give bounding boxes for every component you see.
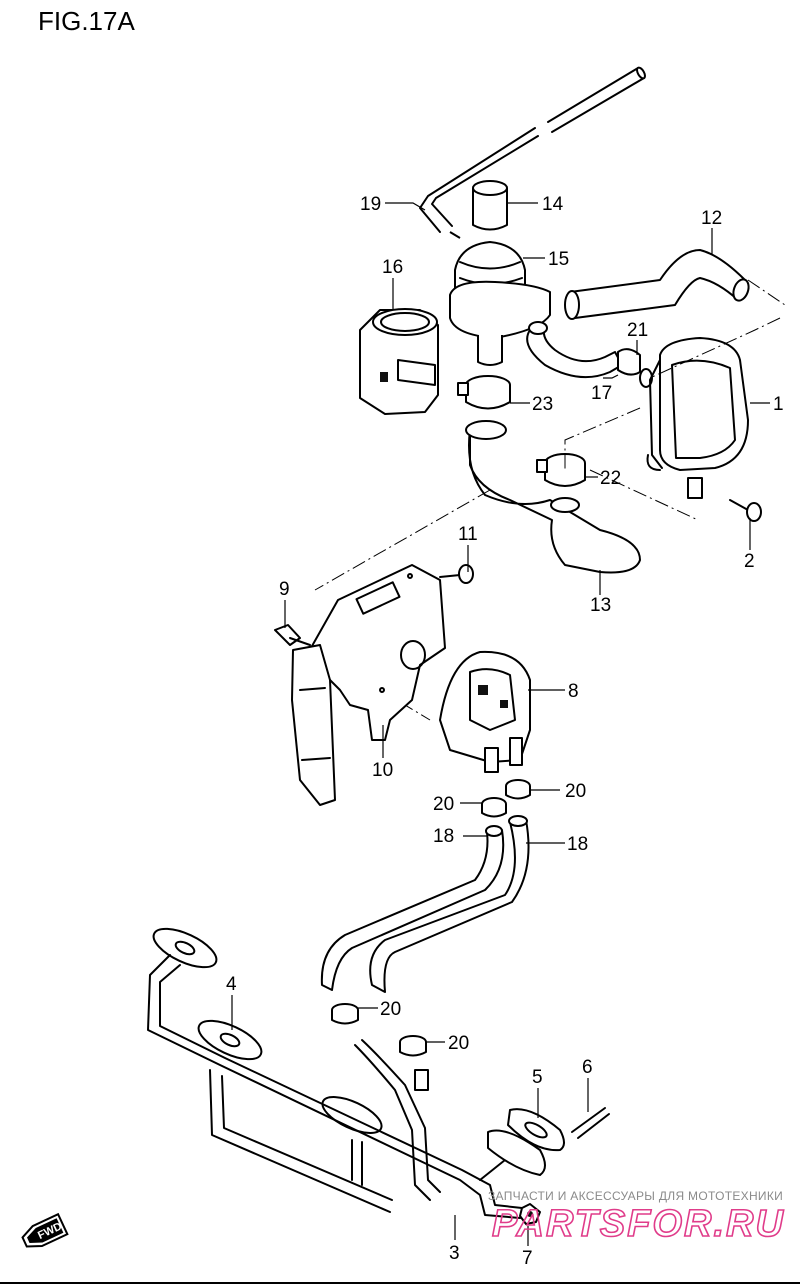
callout-20-upper-left: 20 <box>433 794 454 815</box>
callout-7: 7 <box>522 1248 533 1269</box>
callout-10: 10 <box>372 760 393 781</box>
part-21-clip <box>617 348 653 388</box>
part-4-gasket-lower <box>321 1096 383 1134</box>
part-23-clamp <box>457 375 511 410</box>
part-13-hose <box>465 420 641 574</box>
figure-title: FIG.17A <box>38 6 135 36</box>
callout-18-left: 18 <box>433 826 454 847</box>
callout-14: 14 <box>542 194 564 215</box>
part-20-clamp-lower-right <box>399 1035 427 1057</box>
callout-3: 3 <box>449 1243 460 1264</box>
part-17-hose <box>526 321 623 379</box>
part-5-gasket <box>487 1108 565 1176</box>
part-22-clamp <box>536 453 586 487</box>
callout-1: 1 <box>773 394 784 415</box>
assembly-lines <box>314 279 786 721</box>
callout-15: 15 <box>548 249 569 270</box>
part-2-screw <box>729 499 762 522</box>
part-9-bolt <box>274 624 311 646</box>
part-18-hose-right <box>369 815 530 993</box>
part-14-cap <box>472 180 508 231</box>
part-15-valve <box>449 231 551 366</box>
callout-22: 22 <box>600 468 621 489</box>
part-20-clamp-upper-left <box>481 797 507 818</box>
callout-9: 9 <box>279 579 290 600</box>
part-8-valve-assembly <box>439 650 531 773</box>
callout-21: 21 <box>627 320 648 341</box>
leader-lines <box>231 202 770 1246</box>
part-20-clamp-upper-right <box>505 779 531 800</box>
callout-8: 8 <box>568 681 579 702</box>
callout-18-right: 18 <box>567 834 588 855</box>
part-12-hose <box>564 249 750 320</box>
part-16-holder <box>359 308 439 415</box>
part-19-breather-tube <box>419 66 646 233</box>
callout-23: 23 <box>532 394 553 415</box>
callout-2: 2 <box>744 551 755 572</box>
fwd-badge: FWD <box>21 1212 69 1248</box>
watermark-tagline: ЗАПЧАСТИ И АКСЕССУАРЫ ДЛЯ МОТОТЕХНИКИ <box>488 1189 783 1203</box>
callout-20-upper-right: 20 <box>565 781 586 802</box>
part-4-gasket-top <box>152 927 218 969</box>
part-1-case <box>646 337 749 499</box>
callout-13: 13 <box>590 595 611 616</box>
callout-20-lower-left: 20 <box>380 999 401 1020</box>
part-6-stud <box>571 1107 610 1139</box>
callout-4: 4 <box>226 974 237 995</box>
part-20-clamp-lower-left <box>331 1003 359 1025</box>
watermark: ЗАПЧАСТИ И АКСЕССУАРЫ ДЛЯ МОТОТЕХНИКИ PA… <box>488 1189 785 1246</box>
callout-16: 16 <box>382 257 403 278</box>
part-4-gasket-mid <box>197 1019 263 1061</box>
callout-19: 19 <box>360 194 381 215</box>
part-11-bolt <box>439 564 474 584</box>
callout-5: 5 <box>532 1067 543 1088</box>
callout-20-lower-right: 20 <box>448 1033 469 1054</box>
watermark-brand: PARTSFOR.RU <box>492 1203 785 1245</box>
part-10-bracket <box>291 564 446 806</box>
callout-11: 11 <box>458 524 478 545</box>
part-18-hose-left <box>320 825 505 991</box>
callout-labels: 1 2 3 4 5 6 7 8 9 10 11 12 13 14 15 16 1… <box>226 194 784 1269</box>
part-3-pipe-assembly <box>147 954 523 1219</box>
callout-17: 17 <box>591 383 612 404</box>
callout-12: 12 <box>701 208 722 229</box>
callout-6: 6 <box>582 1057 593 1078</box>
part-7-nut <box>519 1203 541 1225</box>
